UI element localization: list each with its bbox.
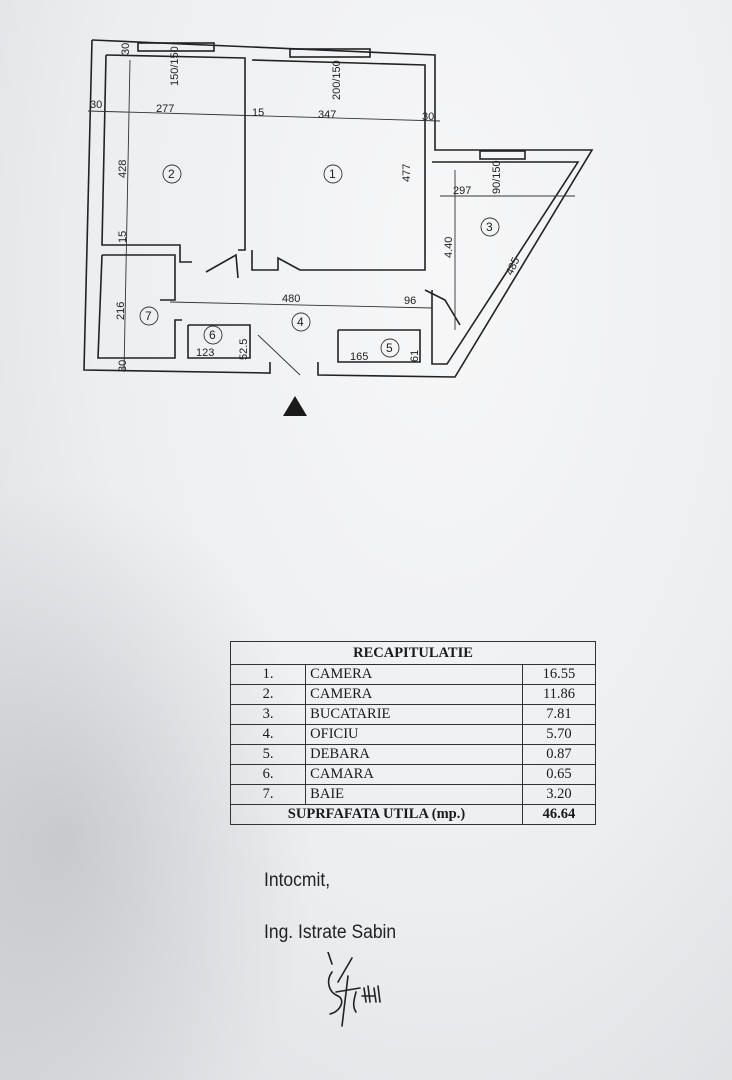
dim-height-kitchen: 4.40 bbox=[443, 237, 455, 258]
room2-wall-left bbox=[101, 54, 192, 263]
room-area: 5.70 bbox=[521, 724, 597, 745]
room-2-number: 2 bbox=[168, 167, 175, 181]
room-3-number: 3 bbox=[486, 220, 493, 234]
room1-wall bbox=[251, 59, 426, 271]
row-number: 1. bbox=[229, 664, 307, 685]
table-row: 5. DEBARA 0.87 bbox=[229, 744, 597, 765]
room-7-marker bbox=[139, 306, 159, 326]
north-arrow-icon bbox=[283, 396, 307, 416]
dim-storage-depth: 61 bbox=[409, 350, 421, 362]
total-value: 46.64 bbox=[521, 804, 597, 825]
outer-wall-outer-left bbox=[83, 39, 271, 374]
room-area: 7.81 bbox=[521, 704, 597, 725]
dim-window-room1: 200/150 bbox=[331, 60, 343, 100]
room-name: BAIE bbox=[305, 784, 523, 805]
floor-plan: 2 1 3 4 5 6 7 30 150/150 200/150 30 277 … bbox=[83, 39, 594, 378]
dim-wall-15: 15 bbox=[117, 231, 129, 243]
storage-wall bbox=[337, 329, 421, 363]
dim-diagonal-kitchen: 485 bbox=[504, 256, 523, 278]
room-name: CAMERA bbox=[305, 684, 523, 705]
dim-width-room2: 277 bbox=[156, 103, 174, 115]
room-area: 11.86 bbox=[521, 684, 597, 705]
room-6-number: 6 bbox=[209, 328, 216, 342]
summary-table: RECAPITULATIE 1. CAMERA 16.55 2. CAMERA … bbox=[229, 641, 597, 825]
dim-pantry-width: 123 bbox=[196, 347, 214, 359]
dim-width-room1: 347 bbox=[318, 109, 336, 121]
window-kitchen bbox=[479, 150, 526, 160]
engineer-name: Ing. Istrate Sabin bbox=[264, 922, 397, 943]
dim-line-door bbox=[257, 334, 301, 376]
room-area: 0.87 bbox=[521, 744, 597, 765]
room-5-number: 5 bbox=[386, 341, 393, 355]
room-area: 16.55 bbox=[521, 664, 597, 685]
row-number: 5. bbox=[229, 744, 307, 765]
room-5-marker bbox=[380, 338, 400, 358]
room-4-marker bbox=[291, 312, 311, 332]
bath-wall bbox=[102, 254, 176, 301]
window-room2 bbox=[137, 42, 215, 52]
table-row: 2. CAMERA 11.86 bbox=[229, 684, 597, 705]
dim-height-room1: 477 bbox=[401, 164, 413, 182]
table-header-row: RECAPITULATIE bbox=[230, 641, 596, 665]
table-title: RECAPITULATIE bbox=[230, 641, 596, 665]
total-label: SUPRFAFATA UTILA (mp.) bbox=[230, 804, 523, 825]
room-2-marker bbox=[162, 164, 182, 184]
signature-mark bbox=[327, 952, 381, 1027]
kitchen-wall bbox=[431, 161, 580, 365]
table-row: 3. BUCATARIE 7.81 bbox=[229, 704, 597, 725]
room-area: 0.65 bbox=[521, 764, 597, 785]
dim-wall-left: 30 bbox=[90, 99, 102, 111]
table-row: 6. CAMARA 0.65 bbox=[229, 764, 597, 785]
row-number: 3. bbox=[229, 704, 307, 725]
dim-line-horizontal-top bbox=[87, 110, 441, 122]
room-3-marker bbox=[480, 217, 500, 237]
dim-storage-width: 165 bbox=[350, 351, 368, 363]
room-name: DEBARA bbox=[305, 744, 523, 765]
dim-length-hall: 480 bbox=[282, 293, 300, 305]
dim-wall-top-left: 30 bbox=[120, 43, 132, 55]
dim-width-kitchen: 297 bbox=[453, 185, 471, 197]
room-name: OFICIU bbox=[305, 724, 523, 745]
room-name: BUCATARIE bbox=[305, 704, 523, 725]
prepared-by-label: Intocmit, bbox=[264, 870, 331, 891]
row-number: 7. bbox=[229, 784, 307, 805]
row-number: 2. bbox=[229, 684, 307, 705]
room-name: CAMERA bbox=[305, 664, 523, 685]
room-1-number: 1 bbox=[329, 167, 336, 181]
window-room1 bbox=[289, 48, 371, 58]
hall-partition bbox=[251, 250, 301, 271]
dim-wall-right: 30 bbox=[422, 111, 434, 123]
dim-line-vertical-left bbox=[123, 59, 131, 373]
room-1-marker bbox=[323, 164, 343, 184]
dim-height-room2: 428 bbox=[117, 160, 129, 178]
outer-wall-inner bbox=[105, 54, 246, 251]
dim-line-hall bbox=[169, 301, 433, 309]
outer-wall-outer bbox=[91, 39, 594, 378]
pantry-wall bbox=[187, 324, 251, 359]
dim-door-96: 96 bbox=[404, 295, 416, 307]
dim-pantry-depth: 52.5 bbox=[238, 339, 250, 360]
room-7-number: 7 bbox=[145, 309, 152, 323]
bath-outer-left bbox=[97, 254, 182, 359]
row-number: 6. bbox=[229, 764, 307, 785]
room-name: CAMARA bbox=[305, 764, 523, 785]
room-4-number: 4 bbox=[297, 315, 304, 329]
table-total-row: SUPRFAFATA UTILA (mp.) 46.64 bbox=[230, 804, 597, 825]
table-row: 4. OFICIU 5.70 bbox=[229, 724, 597, 745]
door-swing-left bbox=[205, 253, 239, 279]
room-area: 3.20 bbox=[521, 784, 597, 805]
table-row: 1. CAMERA 16.55 bbox=[229, 664, 597, 685]
dim-wall-partition: 15 bbox=[252, 107, 264, 119]
room-6-marker bbox=[203, 325, 223, 345]
dim-window-room2: 150/150 bbox=[169, 46, 181, 86]
dim-window-kitchen: 90/150 bbox=[491, 160, 503, 194]
dim-wall-bottom-left: 30 bbox=[117, 360, 129, 372]
dim-height-bath: 216 bbox=[115, 302, 127, 320]
row-number: 4. bbox=[229, 724, 307, 745]
table-row: 7. BAIE 3.20 bbox=[229, 784, 597, 805]
